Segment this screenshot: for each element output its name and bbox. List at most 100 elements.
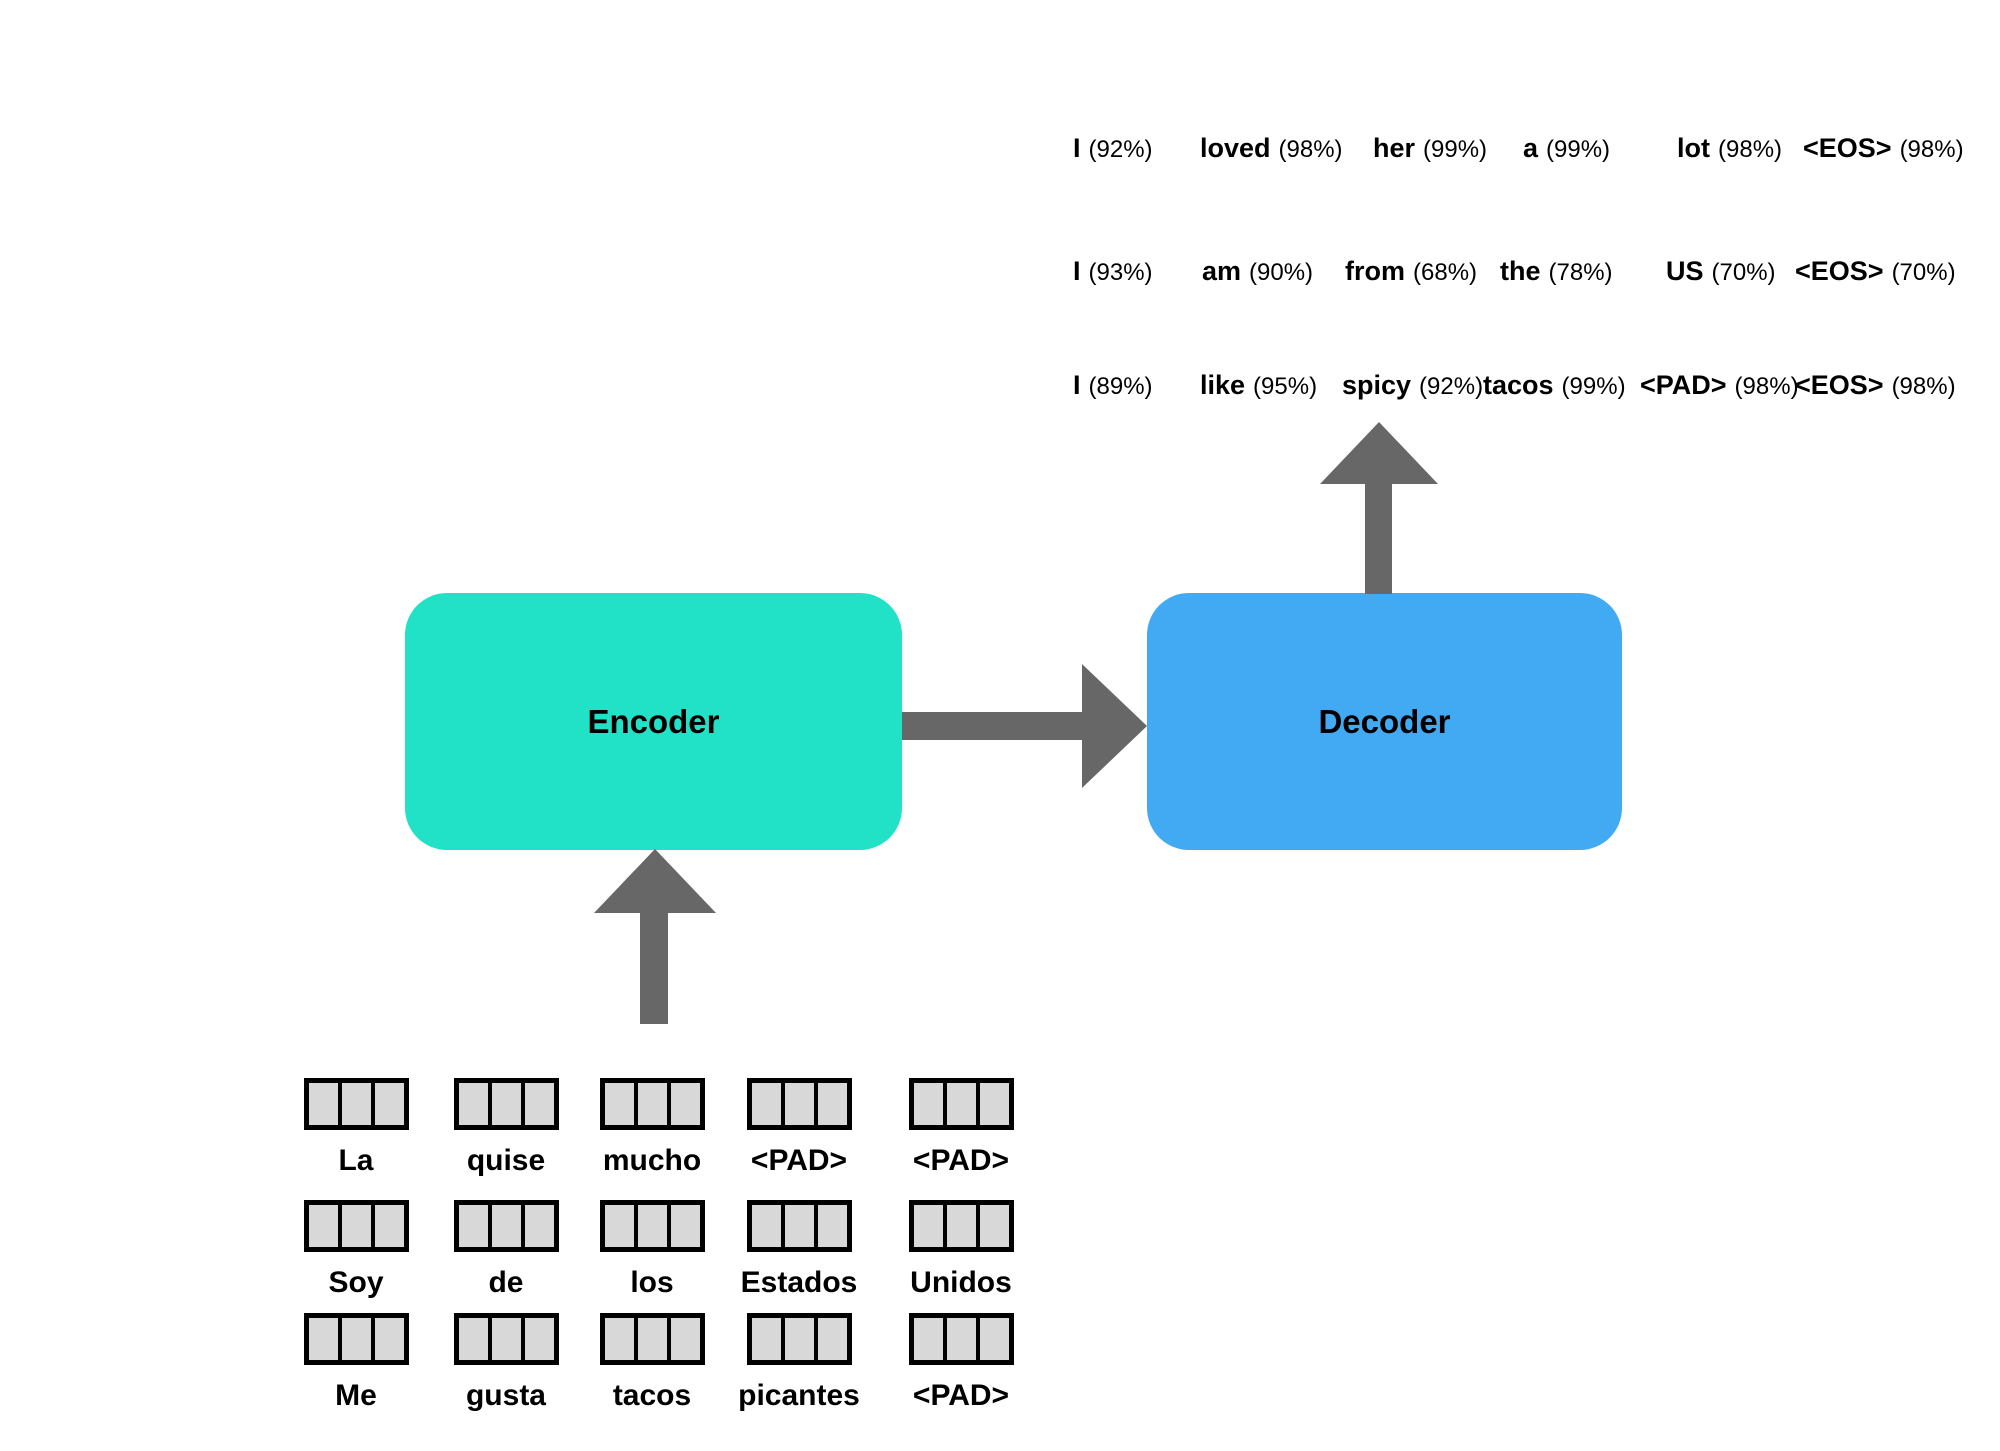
input-token-label: La xyxy=(338,1144,374,1177)
embedding-cell xyxy=(817,1205,847,1247)
output-token: I (92%) xyxy=(1073,133,1153,164)
output-token-probability: (93%) xyxy=(1088,259,1153,286)
output-token: tacos (99%) xyxy=(1483,370,1626,401)
input-token: mucho xyxy=(577,1078,727,1178)
output-token-word: am xyxy=(1202,256,1242,286)
output-token-word: like xyxy=(1200,370,1246,400)
output-token-probability: (92%) xyxy=(1088,136,1153,163)
embedding-cell xyxy=(524,1318,554,1360)
output-token-word: I xyxy=(1073,133,1081,163)
encoder-box: Encoder xyxy=(405,593,902,850)
embedding-cell xyxy=(784,1205,814,1247)
output-token: from(68%) xyxy=(1345,256,1477,287)
output-token-probability: (70%) xyxy=(1711,259,1776,286)
output-token-word: I xyxy=(1073,370,1081,400)
output-token: a(99%) xyxy=(1523,133,1610,164)
input-token-label: mucho xyxy=(602,1144,702,1177)
output-token: the(78%) xyxy=(1500,256,1613,287)
input-token: tacos xyxy=(577,1313,727,1413)
input-token-label: Unidos xyxy=(910,1266,1012,1299)
embedding-grid xyxy=(303,1313,409,1365)
input-token-label: <PAD> xyxy=(912,1379,1010,1412)
embedding-cell xyxy=(341,1318,371,1360)
input-token: quise xyxy=(431,1078,581,1178)
output-token: <EOS>(98%) xyxy=(1803,133,1964,164)
output-token-probability: (99%) xyxy=(1423,136,1488,163)
embedding-cell xyxy=(946,1318,976,1360)
embedding-cell xyxy=(374,1318,404,1360)
embedding-cell xyxy=(637,1083,667,1125)
input-to-encoder-arrow-head xyxy=(594,849,716,913)
input-token: Me xyxy=(281,1313,431,1413)
input-token-label: picantes xyxy=(738,1379,860,1412)
embedding-cell xyxy=(979,1083,1009,1125)
embedding-cell xyxy=(751,1083,781,1125)
input-token: <PAD> xyxy=(886,1313,1036,1413)
embedding-cell xyxy=(524,1083,554,1125)
embedding-cell xyxy=(308,1083,338,1125)
embedding-cell xyxy=(374,1083,404,1125)
output-token-word: <EOS> xyxy=(1803,133,1892,163)
output-token-probability: (78%) xyxy=(1548,259,1613,286)
embedding-grid xyxy=(599,1078,705,1130)
decoder-to-output-arrow-head xyxy=(1320,422,1438,484)
embedding-cell xyxy=(491,1205,521,1247)
embedding-grid xyxy=(746,1313,852,1365)
input-token-label: <PAD> xyxy=(750,1144,848,1177)
embedding-cell xyxy=(670,1205,700,1247)
input-token-label: de xyxy=(488,1266,524,1299)
input-token-label: tacos xyxy=(612,1379,692,1412)
input-token-label: Me xyxy=(335,1379,377,1412)
embedding-cell xyxy=(784,1083,814,1125)
output-token: <EOS> (70%) xyxy=(1795,256,1956,287)
decoder-label: Decoder xyxy=(1318,702,1451,740)
embedding-cell xyxy=(374,1205,404,1247)
embedding-cell xyxy=(670,1083,700,1125)
embedding-cell xyxy=(913,1318,943,1360)
output-token-word: <EOS> xyxy=(1795,256,1884,286)
embedding-grid xyxy=(746,1078,852,1130)
embedding-cell xyxy=(491,1318,521,1360)
embedding-cell xyxy=(458,1083,488,1125)
output-token-probability: (99%) xyxy=(1561,373,1626,400)
embedding-cell xyxy=(458,1205,488,1247)
embedding-grid xyxy=(453,1200,559,1252)
encoder-label: Encoder xyxy=(587,702,720,740)
input-token: los xyxy=(577,1200,727,1300)
embedding-cell xyxy=(341,1083,371,1125)
embedding-cell xyxy=(751,1318,781,1360)
input-token-label: gusta xyxy=(465,1379,546,1412)
output-token-probability: (90%) xyxy=(1249,259,1314,286)
input-token-label: <PAD> xyxy=(912,1144,1010,1177)
embedding-grid xyxy=(908,1313,1014,1365)
embedding-cell xyxy=(913,1205,943,1247)
output-token-probability: (70%) xyxy=(1891,259,1956,286)
input-token: Unidos xyxy=(886,1200,1036,1300)
embedding-cell xyxy=(637,1318,667,1360)
output-token-word: loved xyxy=(1200,133,1271,163)
output-token: spicy(92%) xyxy=(1342,370,1483,401)
embedding-cell xyxy=(637,1205,667,1247)
decoder-box: Decoder xyxy=(1147,593,1622,850)
input-token: La xyxy=(281,1078,431,1178)
embedding-cell xyxy=(979,1318,1009,1360)
embedding-grid xyxy=(599,1313,705,1365)
output-token-probability: (89%) xyxy=(1088,373,1153,400)
embedding-grid xyxy=(303,1078,409,1130)
embedding-cell xyxy=(341,1205,371,1247)
output-token: US (70%) xyxy=(1666,256,1776,287)
output-token: <EOS>(98%) xyxy=(1795,370,1956,401)
output-token-word: spicy xyxy=(1342,370,1412,400)
input-token: de xyxy=(431,1200,581,1300)
output-token: her(99%) xyxy=(1373,133,1487,164)
input-token: Soy xyxy=(281,1200,431,1300)
output-token-word: tacos xyxy=(1483,370,1554,400)
output-token: like(95%) xyxy=(1200,370,1317,401)
embedding-cell xyxy=(308,1318,338,1360)
output-token-word: from xyxy=(1345,256,1405,286)
output-token-word: US xyxy=(1666,256,1704,286)
output-token: I(93%) xyxy=(1073,256,1153,287)
output-token: <PAD>(98%) xyxy=(1640,370,1799,401)
embedding-grid xyxy=(908,1200,1014,1252)
